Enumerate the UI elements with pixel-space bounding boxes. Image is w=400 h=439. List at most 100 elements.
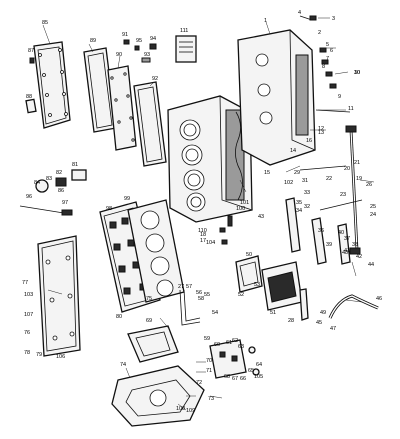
callout-101: 101	[240, 200, 249, 206]
callout-63: 63	[238, 344, 244, 350]
callout-99: 99	[124, 196, 130, 202]
linkage-levers	[285, 197, 351, 321]
callout-106: 106	[56, 354, 65, 360]
callout-74: 74	[120, 362, 126, 368]
callout-47: 47	[330, 326, 336, 332]
callout-54: 54	[212, 310, 218, 316]
callout-2: 2	[318, 30, 321, 36]
callout-79: 79	[36, 352, 42, 358]
callout-96: 96	[26, 194, 32, 200]
callout-72: 72	[196, 380, 202, 386]
callout-86: 86	[58, 188, 64, 194]
callout-84: 84	[34, 180, 40, 186]
callout-91: 91	[122, 32, 128, 38]
callout-56: 56	[196, 290, 202, 296]
callout-38: 38	[352, 242, 358, 248]
callout-77: 77	[22, 280, 28, 286]
callout-61: 61	[226, 340, 232, 346]
exhaust-cover-plate	[37, 235, 81, 357]
callout-48: 48	[342, 250, 348, 256]
small-plate-88	[25, 98, 37, 114]
cover-92	[133, 81, 167, 167]
fittings-91-94	[123, 39, 157, 63]
bolt-87	[29, 57, 35, 64]
callout-93: 93	[144, 52, 150, 58]
callout-89: 89	[90, 38, 96, 44]
callout-13: 13	[318, 130, 324, 136]
callout-88: 88	[26, 94, 32, 100]
callout-100: 100	[236, 206, 245, 212]
callout-labels: 1 2 3 4 5 6 7 8 9 10 11 12 13 14 15 16 1…	[22, 10, 382, 414]
callout-109: 109	[186, 408, 195, 414]
callout-73: 73	[208, 396, 214, 402]
callout-23: 23	[340, 192, 346, 198]
decal-111	[175, 35, 197, 63]
reed-block	[261, 261, 303, 311]
callout-111: 111	[180, 28, 188, 34]
callout-1: 1	[264, 18, 267, 24]
crankcase	[237, 29, 316, 166]
fuel-hose	[328, 294, 379, 319]
callout-30: 30	[354, 70, 360, 76]
callout-11: 11	[348, 106, 354, 112]
callout-32: 32	[304, 204, 310, 210]
callout-50: 50	[246, 252, 252, 258]
callout-83: 83	[46, 176, 52, 182]
callout-39: 39	[326, 242, 332, 248]
callout-27: 27	[178, 284, 184, 290]
callout-70: 70	[206, 358, 212, 364]
callout-43: 43	[258, 214, 264, 220]
callout-41: 41	[344, 248, 350, 254]
callout-35: 35	[296, 200, 302, 206]
callout-98: 98	[106, 206, 112, 212]
callout-105: 105	[254, 374, 263, 380]
callout-15: 15	[264, 170, 270, 176]
callout-22: 22	[326, 176, 332, 182]
top-right-hardware	[299, 15, 351, 113]
callout-26: 26	[366, 182, 372, 188]
callout-17: 17	[200, 238, 206, 244]
callout-9: 9	[338, 94, 341, 100]
callout-7: 7	[326, 56, 329, 62]
callout-4: 4	[298, 10, 301, 16]
callout-31: 31	[302, 178, 308, 184]
bracket-57	[179, 289, 201, 326]
callout-81: 81	[72, 162, 78, 168]
callout-19: 19	[356, 176, 362, 182]
callout-71: 71	[206, 368, 212, 374]
callout-58: 58	[198, 296, 204, 302]
callout-33: 33	[304, 190, 310, 196]
callout-82: 82	[56, 170, 62, 176]
callout-104: 104	[206, 240, 215, 246]
callout-10: 10	[354, 70, 360, 76]
cylinder-block	[167, 95, 253, 223]
lower-base-plate	[111, 365, 205, 427]
intake-manifold	[235, 255, 263, 293]
callout-40: 40	[338, 230, 344, 236]
callout-76: 76	[24, 330, 30, 336]
callout-97: 97	[62, 200, 68, 206]
callout-29: 29	[294, 170, 300, 176]
callout-44: 44	[368, 262, 374, 268]
callout-68: 68	[224, 374, 230, 380]
hardware-cluster	[209, 339, 260, 379]
callout-69: 69	[146, 318, 152, 324]
callout-110: 110	[198, 228, 207, 234]
callout-85: 85	[42, 20, 48, 26]
callout-12: 12	[318, 126, 324, 132]
callout-37: 37	[344, 236, 350, 242]
head-gasket	[127, 199, 185, 303]
thermostat-assembly	[19, 169, 87, 216]
callout-34: 34	[296, 208, 302, 214]
callout-55: 55	[204, 292, 210, 298]
callout-20: 20	[344, 166, 350, 172]
callout-60: 60	[214, 342, 220, 348]
callout-36: 36	[318, 228, 324, 234]
callout-52: 52	[238, 292, 244, 298]
callout-65: 65	[248, 368, 254, 374]
callout-5: 5	[326, 42, 329, 48]
callout-103: 103	[24, 292, 33, 298]
callout-6: 6	[330, 48, 333, 54]
callout-21: 21	[354, 160, 360, 166]
